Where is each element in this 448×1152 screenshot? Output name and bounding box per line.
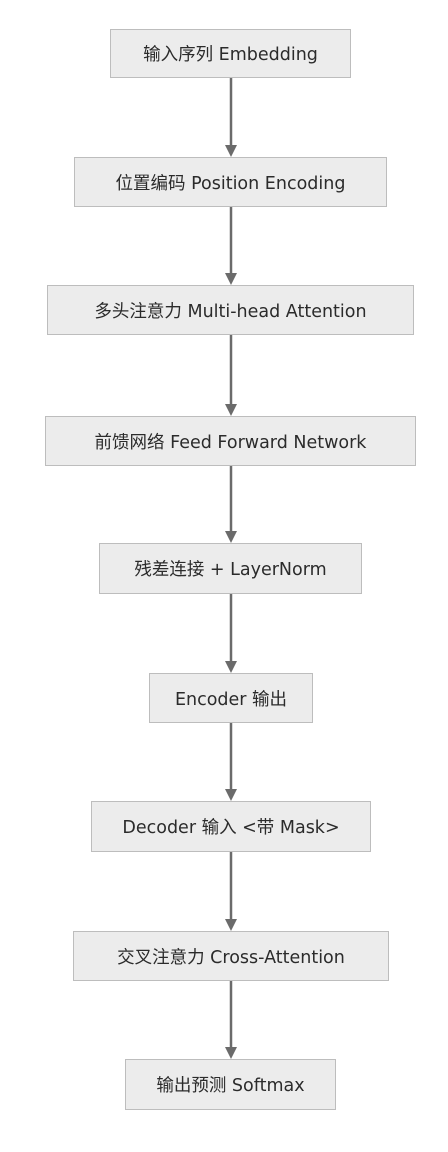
arrowhead-icon	[225, 661, 237, 673]
node-embedding: 输入序列 Embedding	[110, 29, 351, 78]
node-label: 交叉注意力 Cross-Attention	[117, 947, 345, 968]
arrowhead-icon	[225, 919, 237, 931]
arrowhead-icon	[225, 145, 237, 157]
arrowhead-icon	[225, 273, 237, 285]
node-label: Encoder 输出	[174, 689, 288, 710]
arrowhead-icon	[225, 789, 237, 801]
node-multi-head-attention: 多头注意力 Multi-head Attention	[47, 285, 414, 335]
node-label: Decoder 输入 <带 Mask>	[122, 818, 340, 838]
node-label: 多头注意力 Multi-head Attention	[94, 301, 367, 322]
node-decoder-input: Decoder 输入 <带 Mask>	[91, 801, 371, 852]
node-position-encoding: 位置编码 Position Encoding	[74, 157, 387, 207]
node-residual-layernorm: 残差连接 + LayerNorm	[99, 543, 362, 594]
node-label: 位置编码 Position Encoding	[115, 173, 346, 194]
node-label: 残差连接 + LayerNorm	[134, 560, 327, 580]
node-label: 前馈网络 Feed Forward Network	[94, 432, 367, 453]
node-cross-attention: 交叉注意力 Cross-Attention	[73, 931, 389, 981]
node-encoder-output: Encoder 输出	[149, 673, 313, 723]
node-label: 输入序列 Embedding	[143, 45, 318, 65]
arrowhead-icon	[225, 1047, 237, 1059]
node-label: 输出预测 Softmax	[156, 1076, 305, 1096]
node-softmax-output: 输出预测 Softmax	[125, 1059, 336, 1110]
arrowhead-icon	[225, 404, 237, 416]
node-feed-forward: 前馈网络 Feed Forward Network	[45, 416, 416, 466]
arrowhead-icon	[225, 531, 237, 543]
